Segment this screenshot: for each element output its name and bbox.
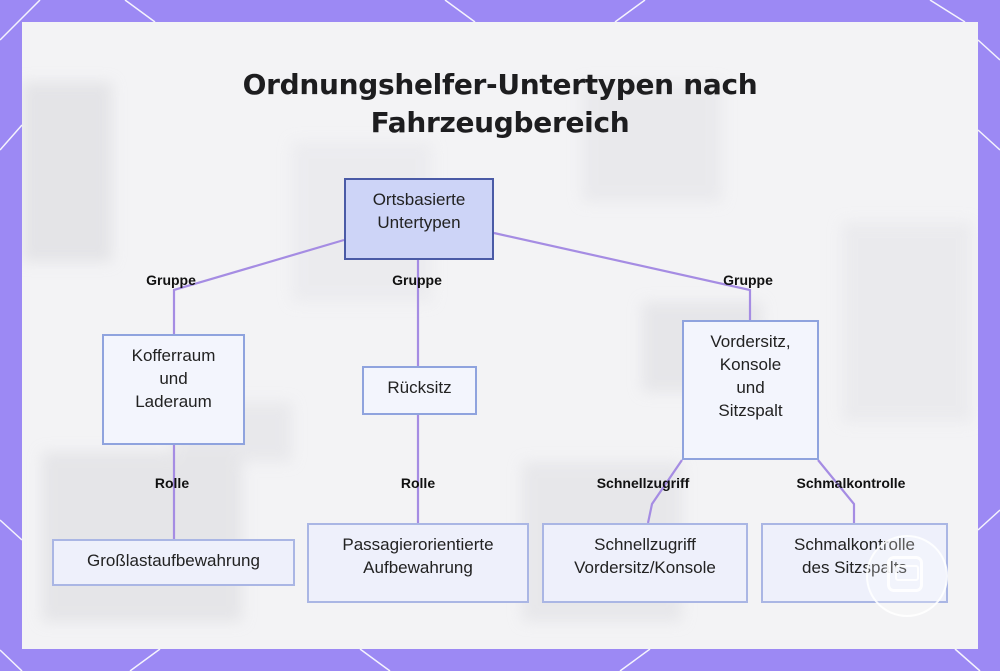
edge-label-group-mid: Gruppe [392,272,442,288]
diagram-card: Ordnungshelfer-Untertypen nach Fahrzeugb… [22,22,978,649]
node-trunk-cargo: Kofferraum und Laderaum [102,334,245,445]
edge-root-trunk [174,240,344,334]
node-bulk-storage: Großlastaufbewahrung [52,539,295,586]
logo-badge-icon [866,535,948,617]
node-root-location-based: Ortsbasierte Untertypen [344,178,494,260]
edge-front-gap [818,460,854,523]
edge-label-group-right: Gruppe [723,272,773,288]
edge-root-front [494,233,750,320]
logo-badge-inner-icon [887,556,923,592]
edge-label-group-left: Gruppe [146,272,196,288]
edge-label-role-left: Rolle [155,475,189,491]
node-quick-access: Schnellzugriff Vordersitz/Konsole [542,523,748,603]
edge-label-role-mid: Rolle [401,475,435,491]
edge-front-quick [648,460,682,523]
edge-label-quick-access: Schnellzugriff [597,475,690,491]
node-front-console-gap: Vordersitz, Konsole und Sitzspalt [682,320,819,460]
node-passenger-storage: Passagierorientierte Aufbewahrung [307,523,529,603]
edge-label-narrow-control: Schmalkontrolle [797,475,906,491]
node-rear-seat: Rücksitz [362,366,477,415]
